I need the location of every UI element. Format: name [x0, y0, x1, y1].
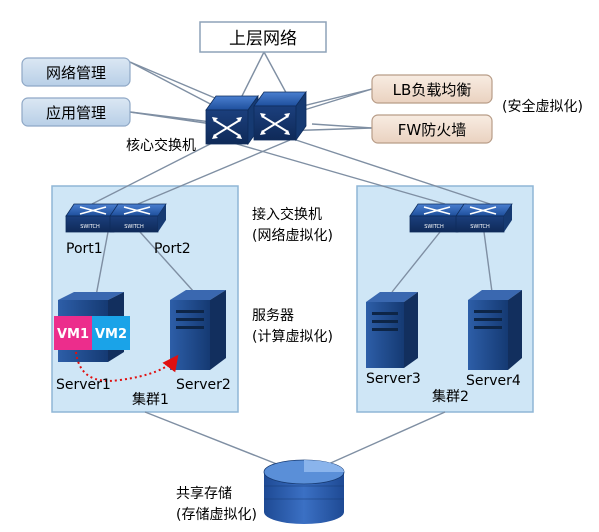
switch-brand-text: SWITCH: [470, 224, 490, 230]
core-switch-label: 核心交换机: [126, 137, 196, 154]
storage-virtualization-label: (存储虚拟化): [176, 507, 257, 523]
upper-network-label: 上层网络: [229, 29, 297, 49]
network-virtualization-label: (网络虚拟化): [252, 228, 333, 244]
server-label: 服务器: [252, 308, 294, 324]
server2-label: Server2: [176, 377, 231, 393]
server2-icon: [170, 290, 226, 370]
port2-label: Port2: [154, 241, 191, 257]
access-switch-label: 接入交换机: [252, 206, 322, 223]
cluster2-access-switch-icon: SWITCH SWITCH: [409, 203, 513, 233]
network-management-label: 网络管理: [46, 64, 106, 82]
vm-migration-arrow: [75, 351, 179, 382]
port1-label: Port1: [66, 241, 103, 257]
security-virtualization-label: (安全虚拟化): [502, 98, 583, 115]
fw-label: FW防火墙: [398, 121, 466, 139]
lb-box: [371, 74, 493, 104]
cluster1-label: 集群1: [132, 391, 169, 408]
network-management-box: [21, 57, 131, 87]
compute-virtualization-label: (计算虚拟化): [252, 329, 333, 345]
upper-network-box: [199, 21, 327, 53]
cluster2-label: 集群2: [432, 388, 469, 405]
application-management-label: 应用管理: [46, 104, 106, 122]
switch-brand-text: SWITCH: [124, 224, 144, 230]
server3-icon: [366, 292, 418, 368]
shared-storage-icon: [263, 459, 345, 524]
server3-label: Server3: [366, 371, 421, 387]
vm1-box: [54, 316, 92, 350]
fw-box: [371, 114, 493, 144]
lb-label: LB负载均衡: [393, 81, 472, 99]
switch-brand-text: SWITCH: [424, 224, 444, 230]
switch-brand-text: SWITCH: [80, 224, 100, 230]
server1-label: Server1: [56, 377, 111, 393]
core-switch-icon: [205, 90, 307, 146]
server4-icon: [468, 290, 522, 370]
vm1-label: VM1: [57, 327, 89, 342]
shared-storage-label: 共享存储: [176, 485, 232, 502]
vm2-label: VM2: [95, 327, 127, 342]
cluster1-access-switch-icon: SWITCH SWITCH: [65, 203, 167, 233]
server4-label: Server4: [466, 373, 521, 389]
application-management-box: [21, 97, 131, 127]
vm2-box: [92, 316, 130, 350]
